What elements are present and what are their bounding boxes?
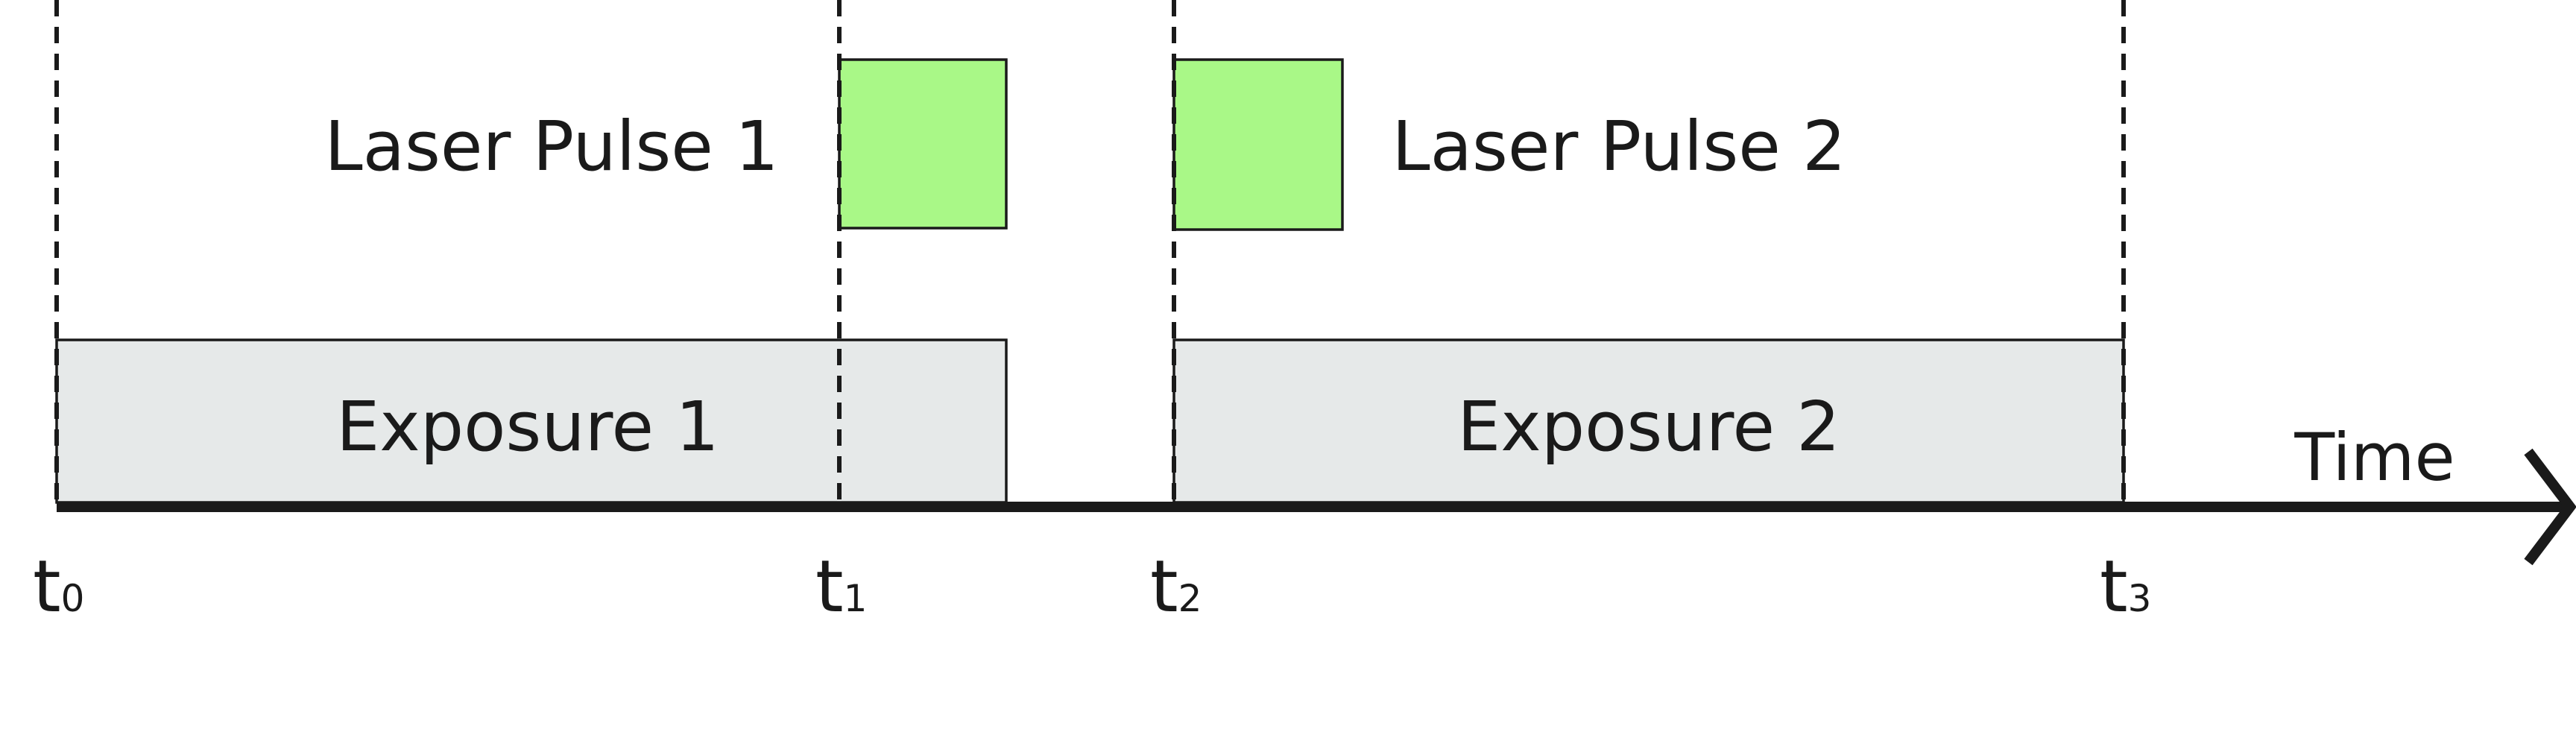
tick-t2-sub: 2 [1178,577,1202,620]
tick-label-t2: t2 [1150,545,1202,628]
laser-pulse-1-label: Laser Pulse 1 [324,107,778,186]
time-axis-label: Time [2294,419,2455,496]
tick-t0-main: t [33,545,61,628]
laser-pulse-2-block [1172,58,1344,231]
exposure-1-block [55,338,1008,504]
tick-t0-sub: 0 [61,577,85,620]
laser-pulse-2-label: Laser Pulse 2 [1392,107,1846,186]
tick-t3-main: t [2100,545,2128,628]
time-axis-arrowhead [2524,448,2576,566]
tick-t3-sub: 3 [2128,577,2152,620]
tick-label-t1: t1 [815,545,867,628]
exposure-2-label: Exposure 2 [1457,387,1840,467]
tick-t1-sub: 1 [844,577,868,620]
tick-label-t3: t3 [2100,545,2151,628]
exposure-2-block [1172,338,2125,504]
tick-t2-main: t [1150,545,1178,628]
tick-label-t0: t0 [33,545,84,628]
laser-pulse-1-block [838,58,1008,230]
exposure-1-label: Exposure 1 [336,387,719,467]
tick-t1-main: t [815,545,844,628]
